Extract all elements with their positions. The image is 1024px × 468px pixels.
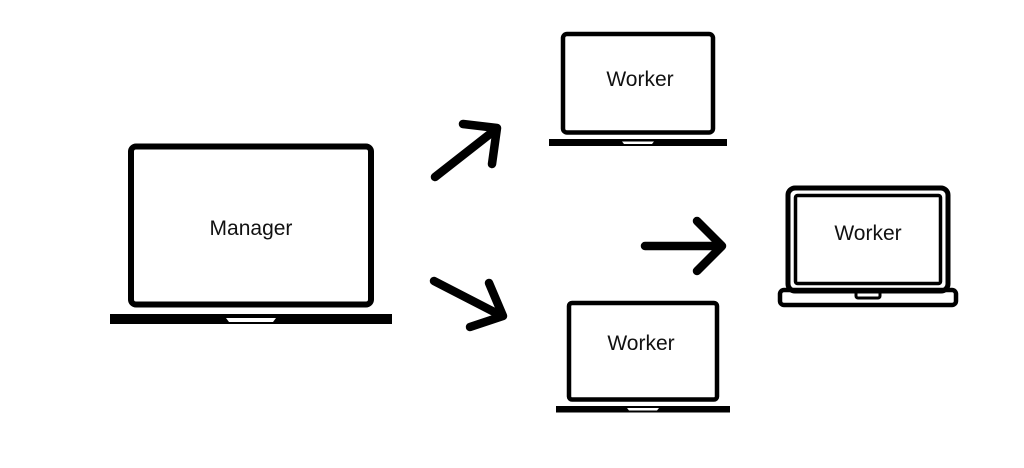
arrow-to-worker-bottom (429, 276, 508, 332)
worker-top-laptop-icon (549, 31, 727, 146)
worker-right-node: Worker (777, 185, 959, 308)
worker-bottom-laptop-icon (556, 300, 730, 413)
worker-bottom-label: Worker (607, 332, 674, 355)
worker-bottom-node: Worker (556, 300, 730, 413)
arrow-to-worker-right (640, 216, 727, 276)
manager-node: Manager (110, 143, 392, 324)
worker-top-label: Worker (606, 68, 673, 91)
arrow-to-worker-top (430, 119, 502, 182)
worker-right-label: Worker (834, 222, 901, 245)
arrow-icon (640, 216, 727, 276)
arrow-icon (430, 119, 502, 182)
worker-top-node: Worker (549, 31, 727, 146)
worker-right-laptop-icon (777, 185, 959, 308)
arrow-icon (429, 276, 508, 332)
manager-label: Manager (210, 217, 293, 240)
manager-laptop-icon (110, 143, 392, 324)
